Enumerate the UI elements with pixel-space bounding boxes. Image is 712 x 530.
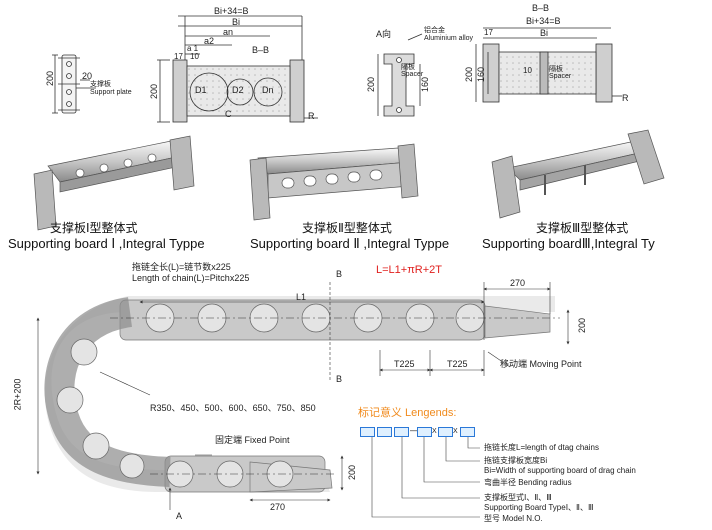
chain-radii-label: R350、450、500、600、650、750、850: [150, 403, 316, 413]
chain-length-en: Length of chain(L)=Pitchx225: [132, 273, 250, 283]
product-illustration-3: [491, 129, 665, 219]
support-plate-drawing: [52, 54, 96, 114]
section-bb-label: B–B: [252, 45, 270, 55]
chain-270-bottom: 270: [270, 502, 286, 512]
chain-dimensions: [36, 282, 570, 510]
bb-10-label: 10: [523, 66, 532, 75]
profile-spacer-cn: 隔板: [401, 64, 415, 71]
profile-alloy-cn: 铝合金: [424, 27, 445, 34]
profile-160-label: 160: [420, 76, 431, 93]
profile-a-dir-label: A向: [376, 29, 392, 39]
bb-bi-label: Bi: [540, 28, 549, 38]
legend-box-width: [438, 427, 453, 437]
profile-alloy-en: Aluminium alloy: [424, 35, 474, 42]
bb-17-label: 17: [484, 28, 493, 37]
legend-item-width-cn: 拖链支撑板宽度Bi: [484, 456, 548, 465]
legend-x2: X: [453, 428, 458, 435]
product-3-en: Supporting boardⅢ,Integral Ty: [482, 236, 655, 251]
legend-box-radius: [417, 427, 432, 437]
legend-item-length: 拖链长度L=length of dtag chains: [484, 443, 599, 452]
product-2-en: Supporting board Ⅱ ,Integral Typpe: [250, 236, 450, 251]
chain-l1-label: L1: [296, 292, 307, 302]
section-17-label: 17: [174, 52, 183, 61]
section-c-label: C: [225, 109, 232, 119]
bb-spacer-en: Spacer: [549, 73, 572, 80]
chain-b-top: B: [336, 269, 343, 279]
section-dn-label: Dn: [262, 85, 274, 95]
section-10-label: 10: [190, 52, 199, 61]
plate-cn-label: 支撑板: [90, 81, 111, 88]
legend-item-type-en: Supporting Board TypeⅠ、Ⅱ、Ⅲ: [484, 503, 594, 512]
legend-title: 标记意义 Lengends:: [358, 407, 457, 419]
chain-fixed-point: 固定端 Fixed Point: [215, 435, 290, 445]
plate-width-label: 20: [82, 71, 93, 81]
section-200-label: 200: [149, 83, 160, 100]
section-drawing: [157, 15, 318, 123]
product-illustration-2: [249, 143, 419, 221]
legend-item-width-en: Bi=Width of supporting board of drag cha…: [484, 466, 636, 475]
chain-a-label: A: [176, 511, 183, 521]
section-r-label: R: [308, 111, 315, 121]
plate-en-label: Support plate: [90, 89, 132, 96]
product-3-cn: 支撑板Ⅲ型整体式: [536, 221, 629, 235]
drag-chain-drawing: [44, 296, 560, 493]
section-a1-label: a 1: [187, 44, 199, 53]
legend-dash: —: [410, 425, 419, 435]
product-1-en: Supporting board Ⅰ ,Integral Typpe: [8, 236, 205, 251]
legend-lines: [371, 432, 480, 518]
bb-spacer-cn: 隔板: [549, 66, 563, 73]
chain-t225-1: T225: [394, 359, 415, 369]
legend-item-type-cn: 支撑板型式Ⅰ、Ⅱ、Ⅲ: [484, 493, 552, 502]
section-bi34-label: Bi+34=B: [214, 6, 249, 16]
profile-200-label: 200: [366, 76, 377, 93]
legend-box-type: [394, 427, 409, 437]
product-1-cn: 支撑板Ⅰ型整体式: [50, 221, 138, 235]
bb-160-label: 160: [476, 66, 487, 83]
chain-200-bottom: 200: [347, 464, 358, 481]
chain-moving-point: 移动端 Moving Point: [500, 359, 582, 369]
legend-box-model: [360, 427, 375, 437]
legend-box-model-2: [377, 427, 392, 437]
bb-section-drawing: [475, 27, 622, 103]
product-illustration-1: [33, 135, 195, 231]
bb-200-label: 200: [464, 66, 475, 83]
chain-length-cn: 拖链全长(L)=链节数x225: [132, 262, 231, 272]
chain-formula: L=L1+πR+2T: [376, 264, 442, 276]
legend-item-radius: 弯曲半径 Bending radius: [484, 478, 572, 487]
legend-item-model: 型号 Model N.O.: [484, 514, 543, 523]
bb-r-label: R: [622, 93, 629, 103]
plate-height-label: 200: [45, 70, 56, 87]
bb-bi34-label: Bi+34=B: [526, 16, 561, 26]
legend-x1: X: [432, 428, 437, 435]
product-2-cn: 支撑板Ⅱ型整体式: [302, 221, 392, 235]
chain-height-label: 2R+200: [12, 378, 23, 411]
section-an-label: an: [223, 27, 234, 37]
chain-270-top: 270: [510, 278, 526, 288]
section-d2-label: D2: [232, 85, 244, 95]
bb-title-label: B–B: [532, 3, 550, 13]
chain-b-bottom: B: [336, 374, 343, 384]
chain-t225-2: T225: [447, 359, 468, 369]
legend-box-length: [460, 427, 475, 437]
section-bi-label: Bi: [232, 17, 241, 27]
chain-200-right: 200: [577, 317, 588, 334]
profile-spacer-en: Spacer: [401, 71, 424, 78]
profile-drawing: [377, 33, 423, 117]
section-d1-label: D1: [195, 85, 207, 95]
section-a2-label: a2: [204, 36, 215, 46]
